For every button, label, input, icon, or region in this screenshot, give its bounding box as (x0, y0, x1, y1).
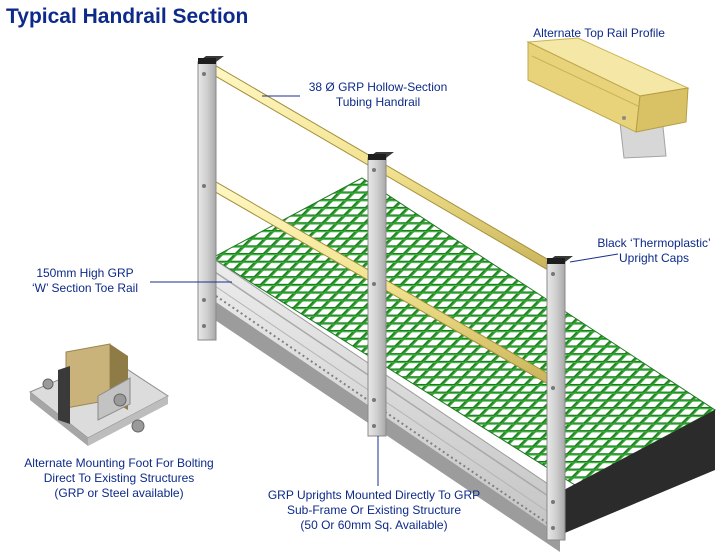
grp-uprights (197, 56, 573, 541)
page-title: Typical Handrail Section (6, 5, 249, 28)
top-rail-profile-inset (526, 37, 690, 159)
upright-post-2 (367, 152, 394, 437)
label-toe-rail: 150mm High GRP ‘W’ Section Toe Rail (31, 266, 139, 295)
leader-lines (150, 95, 619, 486)
upright-post-1 (197, 56, 224, 341)
label-handrail: 38 Ø GRP Hollow-Section Tubing Handrail (308, 80, 448, 109)
label-mounting-foot: Alternate Mounting Foot For Bolting Dire… (24, 456, 214, 500)
label-upright-caps: Black ‘Thermoplastic’ Upright Caps (597, 236, 711, 265)
leader-caps (569, 253, 619, 263)
label-top-rail-profile: Alternate Top Rail Profile (533, 26, 665, 40)
upright-post-3 (546, 256, 573, 541)
label-uprights: GRP Uprights Mounted Directly To GRP Sub… (267, 488, 481, 532)
mounting-foot-inset (29, 343, 169, 446)
